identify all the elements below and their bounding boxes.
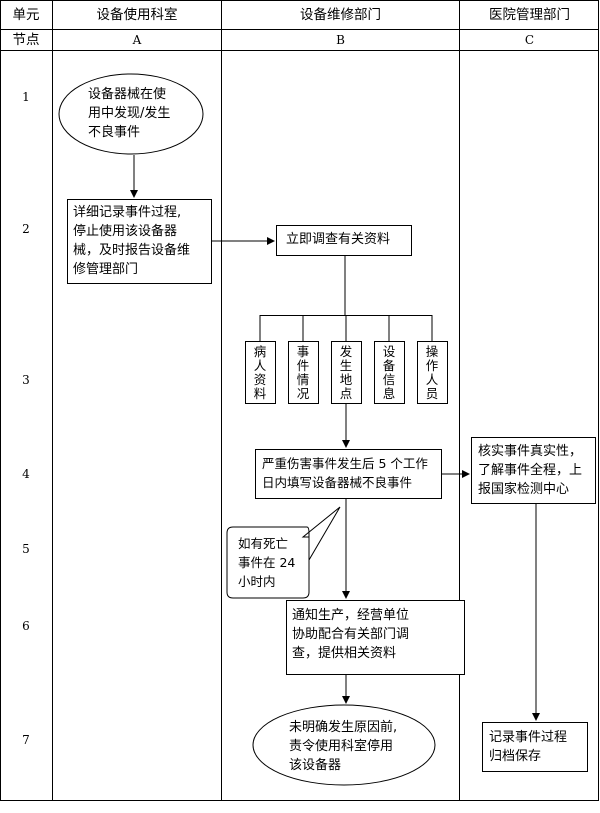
text-record-report: 详细记录事件过程, 停止使用该设备器 械，及时报告设备维 修管理部门	[73, 205, 191, 277]
text-serious-report: 严重伤害事件发生后 5 个工作 日内填写设备器械不良事件	[262, 456, 428, 490]
text-investigate: 立即调查有关资料	[286, 232, 391, 247]
text-discover: 设备器械在使 用中发现/发生 不良事件	[88, 87, 171, 140]
box-investigate	[276, 225, 412, 256]
text-device-info: 设备信息	[382, 344, 396, 401]
column-title-a: 设备使用科室	[96, 7, 178, 23]
box-location	[331, 341, 362, 404]
row-number-7: 7	[22, 733, 30, 747]
oval-stop-use	[252, 704, 436, 786]
column-title-b: 设备维修部门	[300, 7, 381, 23]
text-archive: 记录事件过程 归档保存	[489, 730, 568, 764]
box-archive	[482, 722, 588, 772]
node-header: 节点	[12, 32, 40, 48]
text-verify: 核实事件真实性， 了解事件全程，上 报国家检测中心	[478, 444, 583, 497]
text-patient-info: 病人资料	[253, 344, 267, 401]
column-title-c: 医院管理部门	[489, 7, 570, 23]
text-notify: 通知生产，经营单位 协助配合有关部门调 查，提供相关资料	[292, 608, 410, 661]
text-event-info: 事件情况	[296, 344, 310, 401]
callout-death-note	[226, 506, 341, 599]
row-number-5: 5	[22, 542, 30, 556]
box-device-info	[374, 341, 405, 404]
row-number-4: 4	[22, 467, 30, 481]
text-death-note: 如有死亡 事件在 24 小时内	[238, 536, 296, 589]
row-number-2: 2	[22, 222, 30, 236]
node-label-c: C	[524, 33, 535, 47]
box-serious-report	[255, 449, 442, 499]
node-label-a: A	[132, 33, 142, 47]
oval-discover	[58, 73, 204, 155]
row-number-1: 1	[22, 90, 30, 104]
unit-header: 单元	[12, 7, 40, 23]
box-verify	[471, 437, 596, 504]
text-stop-use: 未明确发生原因前, 责令使用科室停用 该设备器	[289, 720, 398, 773]
node-label-b: B	[336, 33, 345, 47]
box-event-info	[288, 341, 319, 404]
row-number-6: 6	[22, 619, 30, 633]
box-notify	[286, 600, 465, 675]
box-operator	[417, 341, 448, 404]
text-location: 发生地点	[339, 344, 353, 401]
box-record-report	[67, 199, 212, 284]
row-number-3: 3	[22, 373, 30, 387]
text-operator: 操作人员	[425, 344, 439, 401]
box-patient-info	[245, 341, 276, 404]
